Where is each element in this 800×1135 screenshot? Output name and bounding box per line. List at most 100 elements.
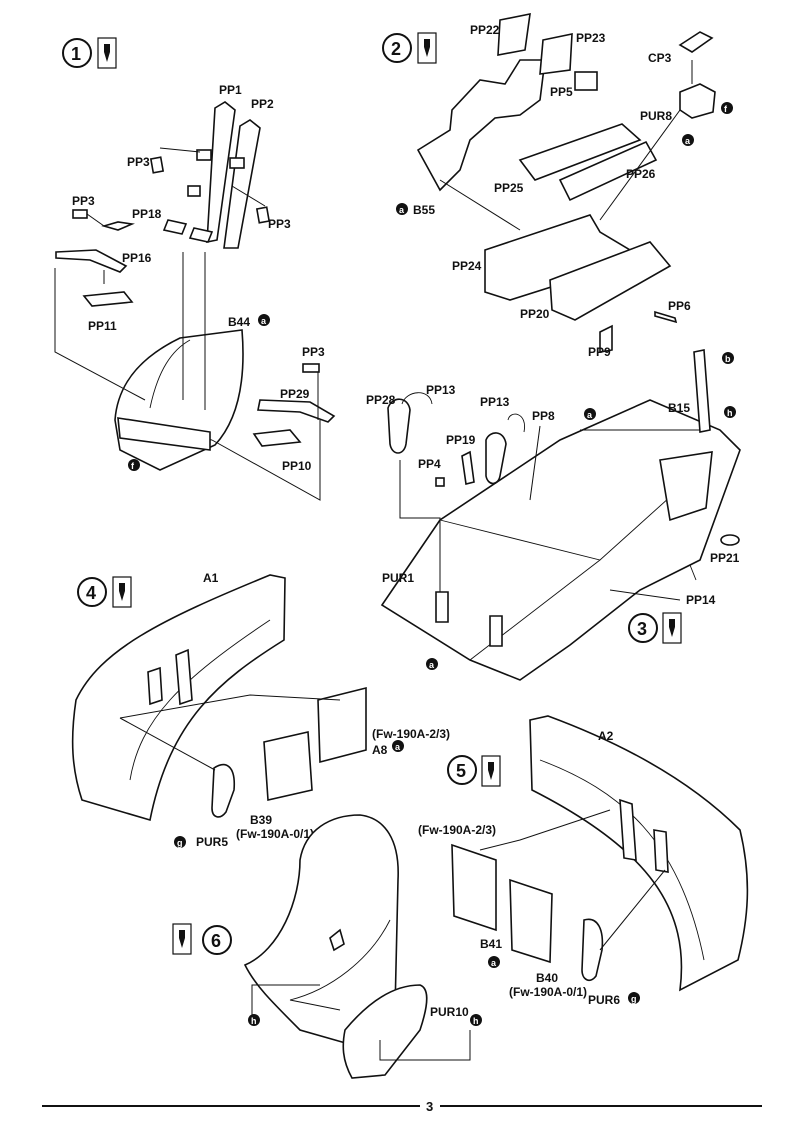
label-pp9: PP9 [588, 345, 611, 359]
label-pp1: PP1 [219, 83, 242, 97]
label-pp22: PP22 [470, 23, 500, 37]
paint-tag-b55: a [399, 205, 405, 215]
label-b39: B39 [250, 813, 272, 827]
label-pp4: PP4 [418, 457, 441, 471]
paint-tag-b41: a [491, 958, 497, 968]
step-5-group: 5 A2 (Fw-190A-2/3) B41 B40 (Fw-190A-0/1)… [418, 715, 749, 1007]
label-pp19: PP19 [446, 433, 476, 447]
seat-belt-pp1 [206, 101, 236, 243]
pp20-part [549, 241, 672, 321]
page-number: 3 [426, 1099, 433, 1114]
label-pp20: PP20 [520, 307, 550, 321]
label-pp2: PP2 [251, 97, 274, 111]
paint-tag-pur8-f: f [724, 104, 728, 114]
label-pur8: PUR8 [640, 109, 672, 123]
paint-tag-pur5: g [177, 838, 183, 848]
pp10-part [252, 429, 302, 447]
fuselage-half-a2 [529, 715, 749, 992]
label-pp28: PP28 [366, 393, 396, 407]
label-pp26: PP26 [626, 167, 656, 181]
step-1-group: 1 PP1 PP2 PP3 PP3 PP3 PP18 PP16 PP11 [54, 37, 336, 501]
label-pp13-a: PP13 [426, 383, 456, 397]
step-6-group: 6 PUR10 h h [172, 814, 482, 1079]
cp3-part [678, 31, 714, 53]
label-b44: B44 [228, 315, 250, 329]
pp11-part [82, 291, 134, 307]
step-1-number: 1 [71, 44, 81, 64]
label-pp5: PP5 [550, 85, 573, 99]
label-b41: B41 [480, 937, 502, 951]
pp23-part [539, 33, 573, 75]
cockpit-tub [380, 399, 741, 681]
label-pp3-seat: PP3 [302, 345, 325, 359]
a8-part [317, 686, 367, 764]
label-pp6: PP6 [668, 299, 691, 313]
b15-part [693, 349, 711, 433]
paint-tag-tub: a [587, 410, 593, 420]
label-a2: A2 [598, 729, 614, 743]
label-b41-note: (Fw-190A-2/3) [418, 823, 496, 837]
paint-tag-seat: f [131, 461, 135, 471]
label-b39-note: (Fw-190A-0/1) [236, 827, 314, 841]
paint-tag-a8: a [395, 742, 401, 752]
label-pp8: PP8 [532, 409, 555, 423]
step-3-number: 3 [637, 619, 647, 639]
label-b40-note: (Fw-190A-0/1) [509, 985, 587, 999]
pur8-part [679, 83, 716, 119]
label-pp11: PP11 [88, 319, 117, 333]
b40-part [509, 878, 553, 964]
seat-back [243, 814, 399, 1051]
label-pur5: PUR5 [196, 835, 228, 849]
b39-part [263, 731, 313, 801]
step-6-number: 6 [211, 931, 221, 951]
paint-tag-b15-h: h [727, 408, 733, 418]
label-pur1: PUR1 [382, 571, 414, 585]
paint-tag-b44: a [261, 316, 267, 326]
step-2-group: 2 PP22 PP23 PP5 CP3 PUR8 PP25 PP26 PP24 … [382, 12, 733, 359]
label-cp3: CP3 [648, 51, 672, 65]
paint-tag-pur10: h [473, 1016, 479, 1026]
label-pp29: PP29 [280, 387, 310, 401]
pp25-part [518, 123, 642, 181]
pp16-part [55, 249, 128, 273]
label-pp3-left: PP3 [127, 155, 150, 169]
label-a8-note: (Fw-190A-2/3) [372, 727, 450, 741]
label-pp16: PP16 [122, 251, 152, 265]
pur5-part [211, 763, 236, 818]
label-pp23: PP23 [576, 31, 606, 45]
step-4-group: 4 A1 (Fw-190A-2/3) A8 B39 (Fw-190A-0/1) … [71, 571, 450, 849]
pp29-part [257, 399, 336, 423]
step-3-group: 3 PP28 PP13 PP13 PP8 PP19 PP4 PUR1 B15 b [366, 349, 741, 681]
label-b15: B15 [668, 401, 690, 415]
coaming-part [416, 59, 546, 192]
label-a1: A1 [203, 571, 219, 585]
label-pp18: PP18 [132, 207, 162, 221]
pur6-part [581, 918, 604, 982]
seat-b44 [114, 329, 244, 471]
label-pp3-small: PP3 [72, 194, 95, 208]
label-b40: B40 [536, 971, 558, 985]
paint-tag-seat-back: h [251, 1016, 257, 1026]
label-pur10: PUR10 [430, 1005, 469, 1019]
pp26-part [558, 140, 658, 202]
paint-tag-b15-b: b [725, 354, 731, 364]
b41-part [451, 843, 497, 932]
label-pp10: PP10 [282, 459, 312, 473]
paint-tag-pur1: a [429, 660, 435, 670]
paint-tag-pur6: g [631, 994, 637, 1004]
pp28-part [387, 398, 411, 454]
label-pp25: PP25 [494, 181, 524, 195]
pp5-part [574, 71, 598, 91]
seat-belt-pp2 [223, 119, 261, 249]
step-4-number: 4 [86, 583, 96, 603]
step-5-number: 5 [456, 761, 466, 781]
pp22-part [497, 12, 531, 56]
pur10-part [342, 984, 428, 1079]
label-b55: B55 [413, 203, 435, 217]
step-2-number: 2 [391, 39, 401, 59]
label-a8: A8 [372, 743, 388, 757]
label-pp24: PP24 [452, 259, 482, 273]
label-pur6: PUR6 [588, 993, 620, 1007]
paint-tag-pur8-a: a [685, 136, 691, 146]
